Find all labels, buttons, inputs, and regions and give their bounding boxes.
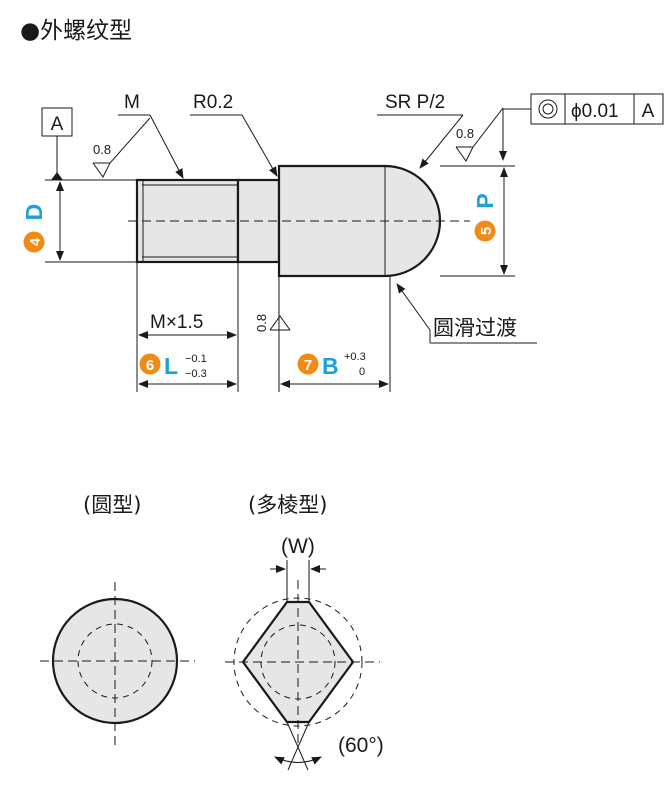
badge-6: 6 xyxy=(146,357,154,374)
L-lower-tol: −0.3 xyxy=(185,368,207,380)
dimension-B: 7 B +0.3 0 xyxy=(297,351,366,379)
dim-letter-P: P xyxy=(472,193,498,208)
roughness-right: 0.8 xyxy=(456,126,474,141)
badge-7: 7 xyxy=(304,357,312,374)
B-upper-tol: +0.3 xyxy=(344,351,366,363)
roughness-left: 0.8 xyxy=(93,142,111,157)
badge-5: 5 xyxy=(478,227,495,235)
L-upper-tol: −0.1 xyxy=(185,353,207,365)
smooth-transition-label: 圆滑过渡 xyxy=(433,316,517,340)
sphere-label: SR P/2 xyxy=(385,92,445,113)
dim-letter-D: D xyxy=(21,204,47,221)
round-cross-section xyxy=(40,582,195,745)
angle-label: (60°) xyxy=(338,734,384,757)
roughness-neck: 0.8 xyxy=(254,314,291,332)
thread-label: M xyxy=(124,92,140,113)
dimension-D: 4 D xyxy=(21,204,47,253)
thread-length-label: M×1.5 xyxy=(150,312,203,333)
dim-letter-B: B xyxy=(322,353,339,379)
dimension-P: 5 P xyxy=(472,193,498,242)
round-type-label: (圆型) xyxy=(83,493,141,517)
tolerance-value: ϕ0.01 xyxy=(571,101,619,122)
radius-label: R0.2 xyxy=(193,92,233,113)
dimension-L: 6 L −0.1 −0.3 xyxy=(139,353,207,380)
polygon-cross-section xyxy=(225,560,380,771)
B-lower-tol: 0 xyxy=(359,366,365,378)
dim-letter-L: L xyxy=(164,353,178,379)
geometric-tolerance-frame: ϕ0.01 A xyxy=(530,93,664,125)
width-label: (W) xyxy=(281,535,315,558)
tolerance-datum: A xyxy=(642,101,655,122)
pin-side-view xyxy=(128,164,470,278)
svg-text:0.8: 0.8 xyxy=(254,314,269,332)
section-title: ●外螺纹型 xyxy=(20,18,132,44)
polygon-type-label: (多棱型) xyxy=(248,493,327,517)
badge-4: 4 xyxy=(27,237,44,246)
datum-label: A xyxy=(51,114,64,135)
